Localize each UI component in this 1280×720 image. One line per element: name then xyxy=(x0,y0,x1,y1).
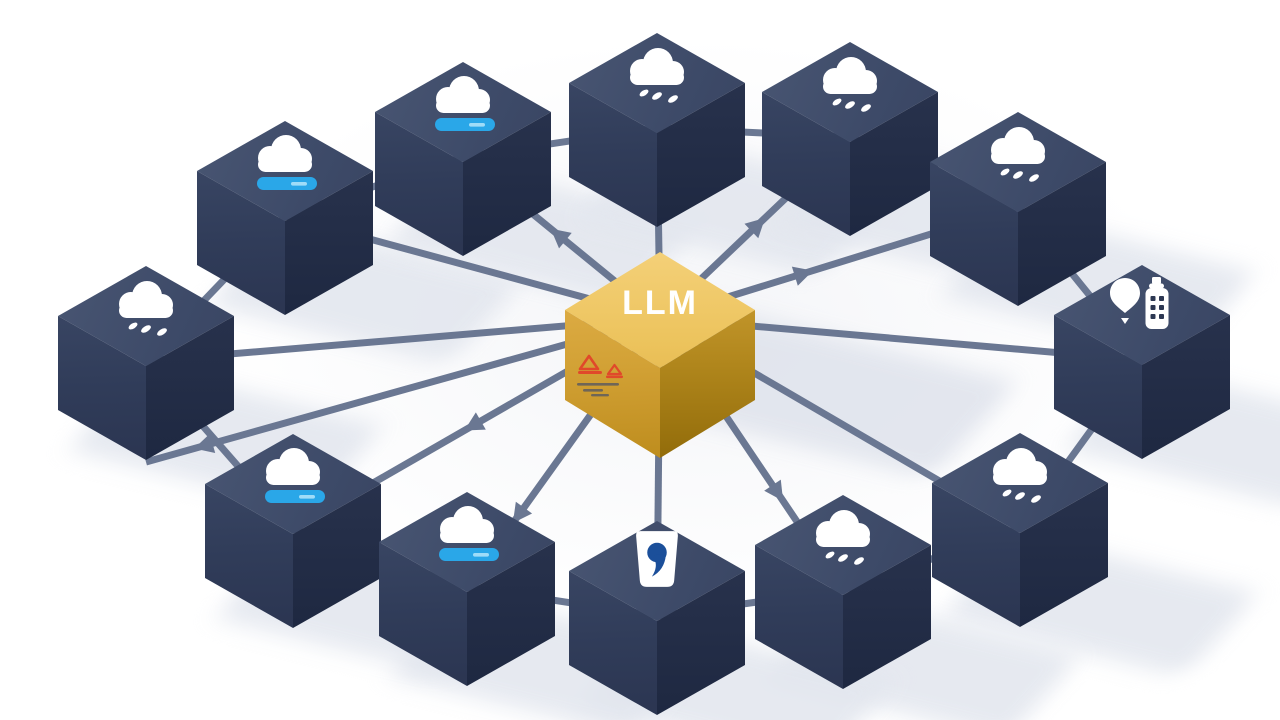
node-cube-upper-left xyxy=(197,121,373,315)
fog-bar xyxy=(265,490,325,503)
comma-tail xyxy=(651,554,666,577)
node-cube-bottom-center xyxy=(569,521,745,715)
cloud-fog-icon xyxy=(439,506,499,561)
cloud-rain-icon xyxy=(991,127,1045,182)
llm-center-cube: LLM xyxy=(565,252,755,458)
fog-bar-highlight xyxy=(291,182,307,186)
fog-bar-highlight xyxy=(299,495,315,499)
balloon-bottle-icon xyxy=(1110,277,1169,329)
fog-bar xyxy=(439,548,499,561)
arrowhead-icon xyxy=(744,217,766,239)
cloud-shape xyxy=(440,506,494,543)
node-cube-left xyxy=(58,266,234,460)
node-cube-top-right xyxy=(762,42,938,236)
cloud-shape xyxy=(991,127,1045,164)
warning-marks-icon xyxy=(577,354,623,397)
node-cube-top-left xyxy=(375,62,551,256)
rain-drops xyxy=(832,98,871,112)
node-cube-lower-right xyxy=(932,433,1108,627)
cloud-rain-icon xyxy=(630,48,684,103)
cloud-fog-icon xyxy=(257,135,317,190)
node-cube-top-center xyxy=(569,33,745,227)
cloud-shape xyxy=(816,510,870,547)
node-cube-bottom-right xyxy=(755,495,931,689)
fog-bar xyxy=(435,118,495,131)
cloud-shape xyxy=(823,57,877,94)
warning-triangle-small xyxy=(606,363,623,376)
node-cube-upper-right xyxy=(930,112,1106,306)
rain-drops xyxy=(1000,168,1039,182)
quote-comma-icon xyxy=(636,531,678,587)
balloon-shape xyxy=(1110,278,1140,313)
cloud-fog-icon xyxy=(265,448,325,503)
cloud-shape xyxy=(993,448,1047,485)
llm-label: LLM xyxy=(622,284,698,322)
cloud-shape xyxy=(119,281,173,318)
cloud-shape xyxy=(436,76,490,113)
fog-bar-highlight xyxy=(469,123,485,127)
node-cube-right xyxy=(1054,265,1230,459)
arrowhead-icon xyxy=(194,433,216,454)
cloud-rain-icon xyxy=(993,448,1047,503)
rain-drops xyxy=(1002,489,1041,503)
arrowhead-icon xyxy=(550,228,572,249)
arrowhead-icon xyxy=(764,479,784,501)
arrowhead-icon xyxy=(464,412,486,431)
arrowhead-icon xyxy=(512,501,533,524)
bottle-dots xyxy=(1150,296,1164,319)
cloud-shape xyxy=(266,448,320,485)
cloud-shape xyxy=(630,48,684,85)
cloud-shape xyxy=(258,135,312,172)
fog-bar-highlight xyxy=(473,553,489,557)
rain-drops xyxy=(639,89,678,103)
cloud-rain-icon xyxy=(823,57,877,112)
fog-bar xyxy=(257,177,317,190)
warning-triangle-large xyxy=(578,354,600,371)
balloon-pointer xyxy=(1121,318,1129,324)
cloud-rain-icon xyxy=(816,510,870,565)
bottle-shape xyxy=(1145,277,1169,329)
arrowhead-icon xyxy=(791,266,813,286)
rain-drops xyxy=(128,322,167,336)
cloud-fog-icon xyxy=(435,76,495,131)
node-cube-lower-left xyxy=(205,434,381,628)
rain-drops xyxy=(825,551,864,565)
node-cube-bottom-left xyxy=(379,492,555,686)
cloud-rain-icon xyxy=(119,281,173,336)
